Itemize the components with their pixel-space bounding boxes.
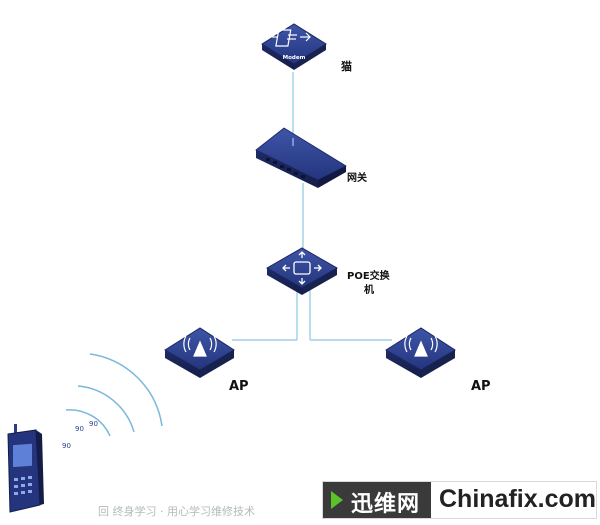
poe-switch-device [265, 247, 339, 295]
poe-switch-label-line1: POE交换 [347, 269, 391, 282]
gateway-device [255, 127, 347, 188]
connection-lines [232, 72, 392, 341]
ap-right-device [385, 327, 456, 378]
ap-left-device [164, 327, 235, 378]
wifi-icon [404, 335, 438, 357]
ap-right-label: AP [471, 379, 491, 394]
signal-label-2: 90 [75, 425, 84, 433]
watermark-subtitle: 回 终身学习 · 用心学习维修技术 [98, 505, 255, 518]
modem-device: Modem [261, 23, 327, 70]
switch-arrows-icon [282, 251, 322, 285]
modem-icon [272, 29, 311, 47]
poe-switch-label-line2: 机 [364, 283, 374, 296]
watermark-en-text: Chinafix.com [439, 485, 596, 513]
gateway-label: 网关 [347, 171, 367, 184]
watermark-dark-panel: 迅维网 [323, 482, 431, 518]
chevron-right-icon [331, 491, 343, 509]
wifi-icon [183, 335, 217, 357]
ap-left-label: AP [229, 379, 249, 394]
wireless-signal-waves [65, 353, 163, 437]
watermark-cn-text: 迅维网 [351, 492, 421, 517]
watermark-logo: 迅维网 Chinafix.com [322, 481, 597, 519]
modem-badge: Modem [283, 55, 306, 61]
signal-label-3: 90 [62, 442, 71, 450]
mobile-phone-icon [7, 424, 44, 513]
signal-label-1: 90 [89, 420, 98, 428]
gateway-ports-icon [266, 158, 305, 178]
modem-label: 猫 [341, 59, 352, 73]
